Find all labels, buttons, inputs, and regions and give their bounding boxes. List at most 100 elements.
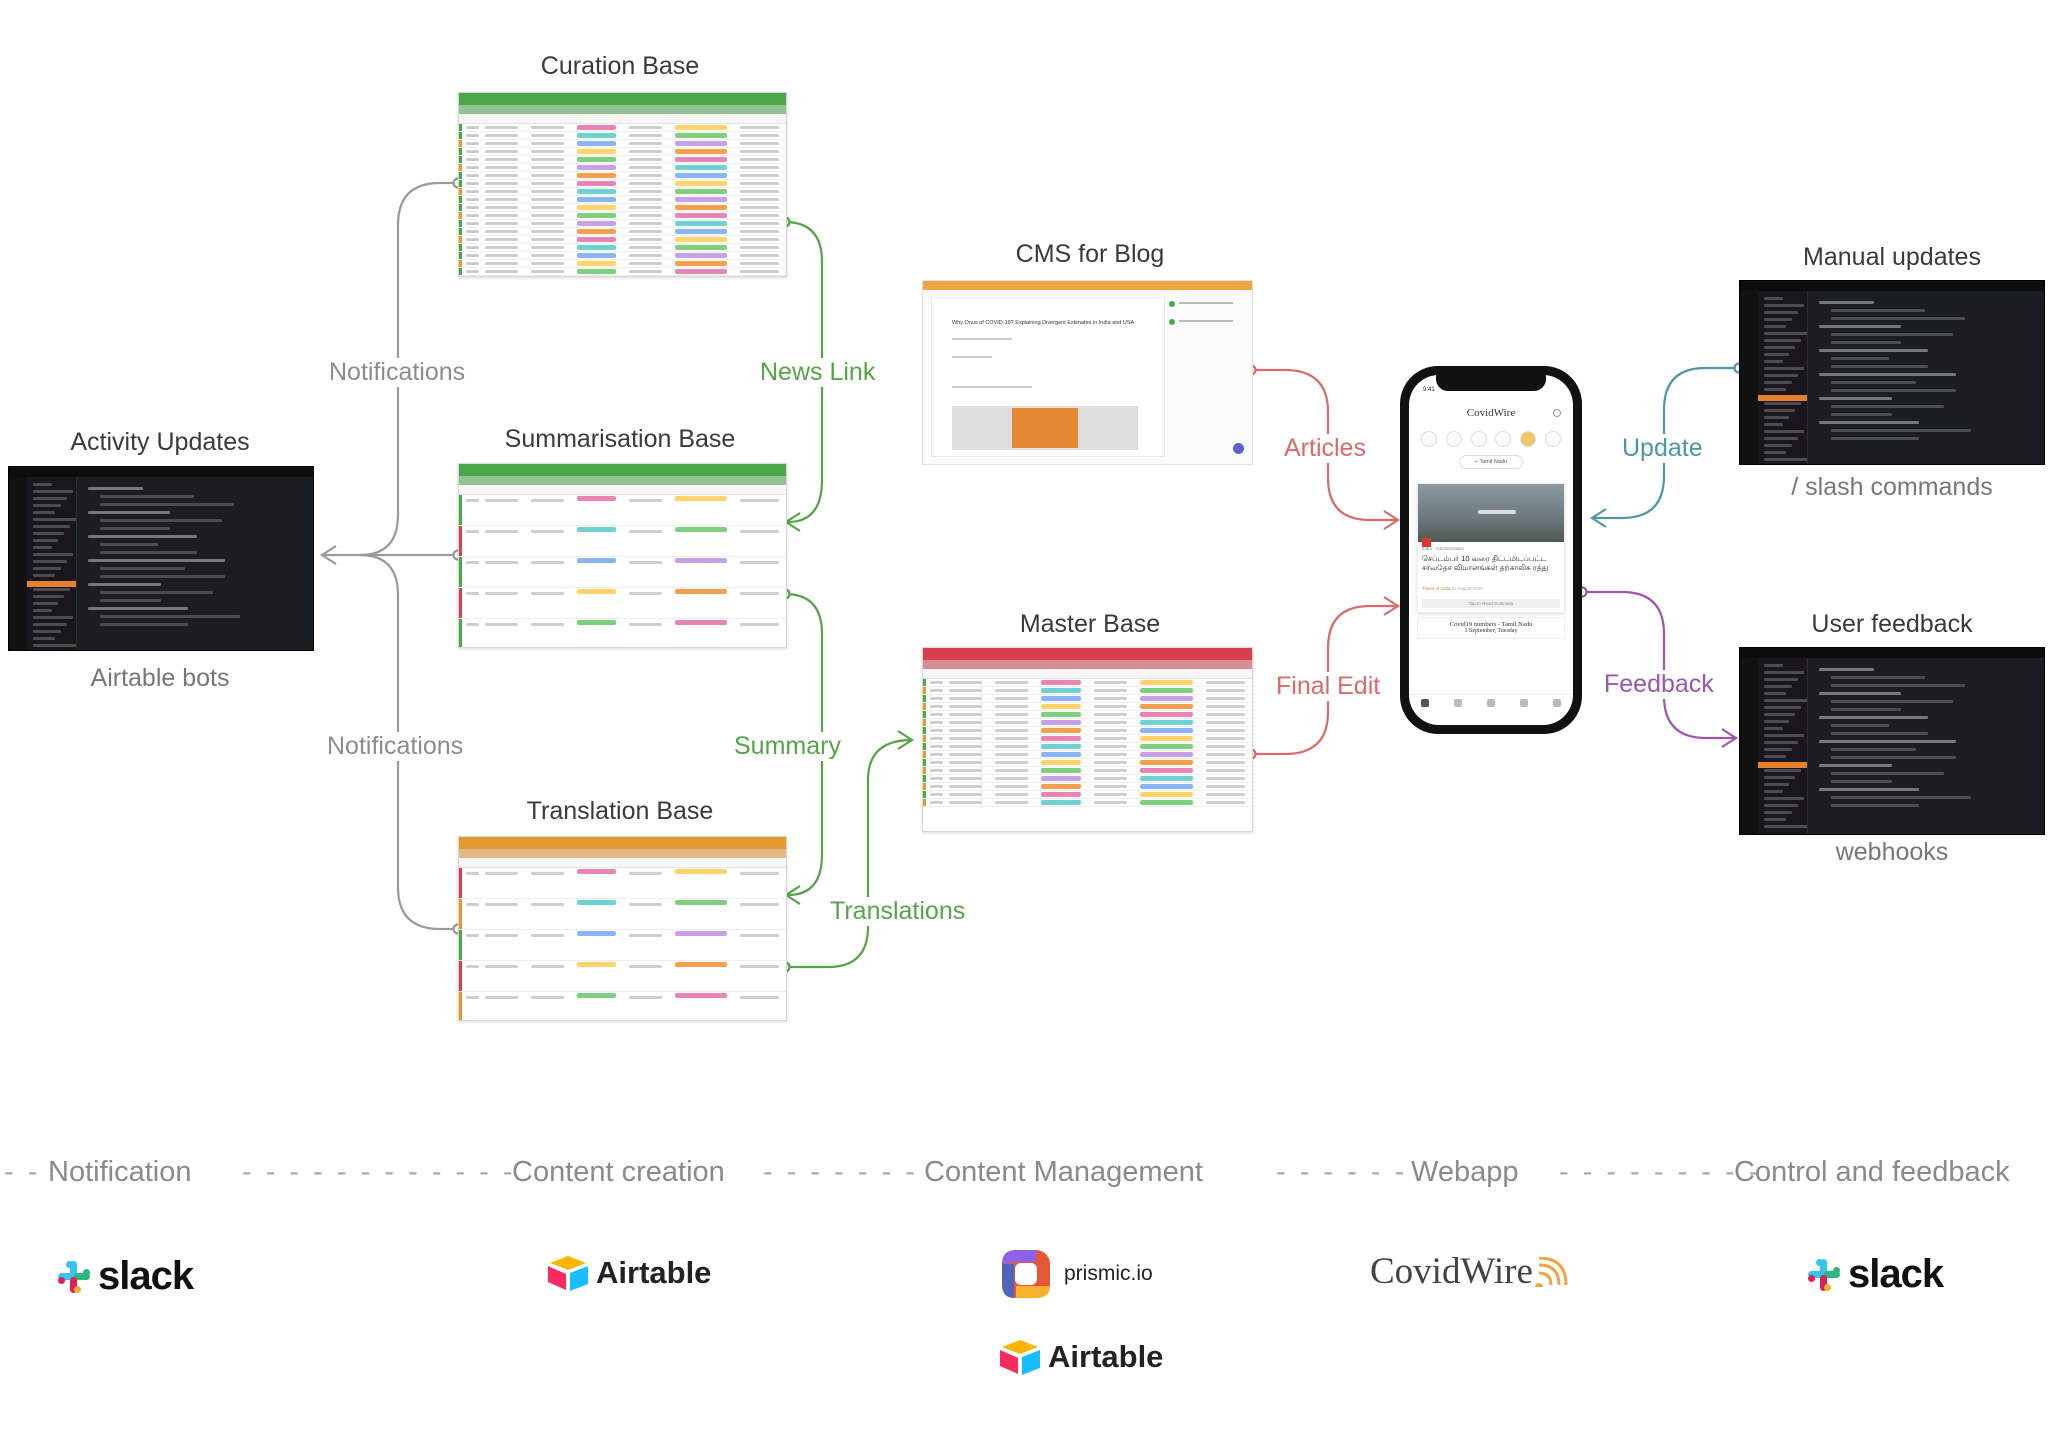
table-row[interactable] [459,132,786,140]
table-row[interactable] [459,140,786,148]
phone-location-pill[interactable]: ⌖ Tamil Nadu [1459,455,1523,469]
table-row[interactable] [459,180,786,188]
sidebar-channel[interactable] [1764,325,1786,328]
category-filter-icon[interactable] [1421,431,1437,447]
bottom-nav-icon[interactable] [1519,699,1528,707]
category-filter-icon[interactable] [1495,431,1512,447]
sidebar-channel[interactable] [33,518,76,521]
table-row[interactable] [923,791,1252,799]
phone-read-summary-button[interactable]: Tap to Read Summary [1422,599,1560,608]
table-row[interactable] [923,759,1252,767]
sidebar-channel[interactable] [1764,430,1804,433]
sidebar-channel[interactable] [33,511,55,514]
sidebar-channel[interactable] [33,595,64,598]
table-row[interactable] [459,244,786,252]
sidebar-channel[interactable] [33,490,73,493]
category-filter-icon[interactable] [1445,431,1462,447]
sidebar-channel[interactable] [33,546,52,549]
table-row[interactable] [923,743,1252,751]
sidebar-channel[interactable] [1764,458,1807,461]
sidebar-channel[interactable] [1764,790,1783,793]
sidebar-channel[interactable] [1764,297,1783,300]
table-row[interactable] [459,992,786,1020]
sidebar-channel[interactable] [1764,353,1789,356]
category-filter-icon[interactable] [1520,431,1537,447]
sidebar-channel[interactable] [1764,671,1804,674]
sidebar-channel[interactable] [1764,346,1795,349]
sidebar-channel[interactable] [1764,755,1786,758]
sidebar-channel[interactable] [1764,437,1798,440]
sidebar-channel[interactable] [1764,367,1804,370]
table-row[interactable] [923,695,1252,703]
category-filter-icon[interactable] [1470,431,1487,447]
table-row[interactable] [459,557,786,588]
sidebar-channel[interactable] [1764,685,1792,688]
table-row[interactable] [459,588,786,619]
sidebar-channel[interactable] [1764,416,1789,419]
sidebar-channel[interactable] [1764,818,1786,821]
phone-next-card[interactable]: Covid19 numbers - Tamil Nadu 1 September… [1417,617,1565,639]
sidebar-channel[interactable] [33,637,55,640]
sidebar-channel[interactable] [33,532,64,535]
phone-news-card[interactable]: India · Administration செப்டம்பர் 10 வரை… [1417,483,1565,613]
table-row[interactable] [459,148,786,156]
sidebar-channel[interactable] [33,504,61,507]
sidebar-channel[interactable] [33,483,52,486]
sidebar-channel[interactable] [33,623,67,626]
table-row[interactable] [459,228,786,236]
table-row[interactable] [459,220,786,228]
sidebar-channel[interactable] [1764,797,1804,800]
table-row[interactable] [923,751,1252,759]
sidebar-channel[interactable] [1764,776,1795,779]
sidebar-channel[interactable] [1764,748,1792,751]
sidebar-channel[interactable] [33,525,70,528]
sidebar-channel[interactable] [33,553,73,556]
sidebar-channel[interactable] [33,497,67,500]
sidebar-channel[interactable] [1764,451,1786,454]
table-row[interactable] [459,260,786,268]
table-row[interactable] [459,495,786,526]
table-row[interactable] [459,526,786,557]
table-row[interactable] [459,212,786,220]
table-row[interactable] [923,679,1252,687]
sidebar-channel[interactable] [1764,360,1783,363]
sidebar-channel[interactable] [1764,692,1786,695]
table-row[interactable] [459,961,786,992]
bottom-nav-icon[interactable] [1454,699,1463,707]
bottom-nav-icon[interactable] [1421,699,1430,707]
sidebar-channel[interactable] [1764,388,1786,391]
bottom-nav-icon[interactable] [1486,699,1495,707]
category-filter-icon[interactable] [1544,431,1561,447]
sidebar-channel[interactable] [1764,374,1798,377]
sidebar-channel[interactable] [33,644,76,647]
table-row[interactable] [459,268,786,276]
sidebar-channel[interactable] [1764,381,1792,384]
table-row[interactable] [923,711,1252,719]
table-row[interactable] [459,156,786,164]
table-row[interactable] [459,252,786,260]
table-row[interactable] [459,204,786,212]
sidebar-channel[interactable] [1764,311,1798,314]
sidebar-active-channel[interactable] [27,581,76,587]
sidebar-channel[interactable] [1764,304,1804,307]
table-row[interactable] [459,930,786,961]
sidebar-channel[interactable] [1764,678,1798,681]
sidebar-channel[interactable] [1764,706,1801,709]
sidebar-channel[interactable] [33,539,58,542]
table-row[interactable] [459,124,786,132]
sidebar-channel[interactable] [1764,713,1795,716]
sidebar-channel[interactable] [1764,804,1798,807]
table-row[interactable] [459,236,786,244]
bottom-nav-icon[interactable] [1552,699,1561,707]
sidebar-channel[interactable] [1764,734,1804,737]
sidebar-channel[interactable] [33,602,58,605]
table-row[interactable] [459,172,786,180]
table-row[interactable] [923,783,1252,791]
sidebar-channel[interactable] [33,574,55,577]
table-row[interactable] [459,899,786,930]
table-row[interactable] [923,719,1252,727]
table-row[interactable] [459,164,786,172]
sidebar-channel[interactable] [33,630,61,633]
table-row[interactable] [923,775,1252,783]
table-row[interactable] [923,767,1252,775]
